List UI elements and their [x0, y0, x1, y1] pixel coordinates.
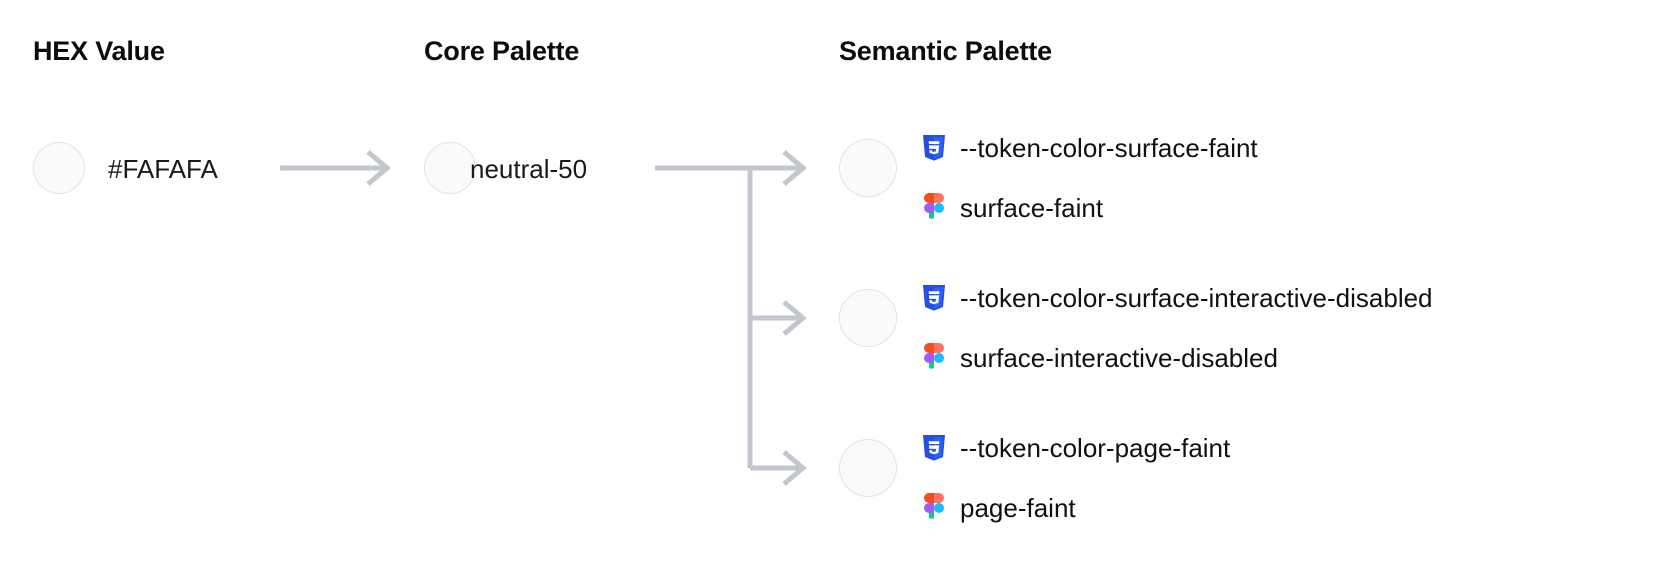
figma-token-line: page-faint — [920, 478, 1230, 538]
css3-icon — [920, 283, 948, 313]
semantic-token-group: --token-color-page-faint page-faint — [920, 418, 1230, 538]
css-token-label: --token-color-page-faint — [960, 433, 1231, 463]
css-token-line: --token-color-page-faint — [920, 418, 1230, 478]
semantic-token-group: --token-color-surface-interactive-disabl… — [920, 268, 1433, 388]
column-header-core-palette: Core Palette — [424, 36, 580, 66]
hex-color-swatch — [33, 142, 85, 194]
figma-token-label: surface-faint — [960, 193, 1104, 223]
css3-icon — [920, 133, 948, 163]
branch-arrow-1-head — [782, 300, 807, 336]
hex-value-label: #FAFAFA — [108, 154, 218, 184]
css3-icon — [920, 433, 948, 463]
css-token-line: --token-color-surface-interactive-disabl… — [920, 268, 1433, 328]
column-header-hex-value: HEX Value — [33, 36, 165, 66]
arrow-hex-to-core-head — [366, 150, 391, 186]
semantic-color-swatch — [839, 289, 897, 347]
branch-arrow-2-head — [782, 450, 807, 486]
core-color-swatch — [424, 142, 476, 194]
semantic-color-swatch — [839, 439, 897, 497]
css-token-label: --token-color-surface-interactive-disabl… — [960, 283, 1433, 313]
css-token-line: --token-color-surface-faint — [920, 118, 1258, 178]
branch-arrow-0-head — [782, 150, 807, 186]
css-token-label: --token-color-surface-faint — [960, 133, 1258, 163]
semantic-token-group: --token-color-surface-faint surface-fain… — [920, 118, 1258, 238]
figma-token-label: surface-interactive-disabled — [960, 343, 1278, 373]
semantic-color-swatch — [839, 139, 897, 197]
figma-icon — [920, 493, 948, 523]
figma-token-label: page-faint — [960, 493, 1076, 523]
core-value-label: neutral-50 — [470, 154, 588, 184]
figma-token-line: surface-interactive-disabled — [920, 328, 1433, 388]
column-header-semantic-palette: Semantic Palette — [839, 36, 1052, 66]
figma-token-line: surface-faint — [920, 178, 1258, 238]
figma-icon — [920, 193, 948, 223]
figma-icon — [920, 343, 948, 373]
